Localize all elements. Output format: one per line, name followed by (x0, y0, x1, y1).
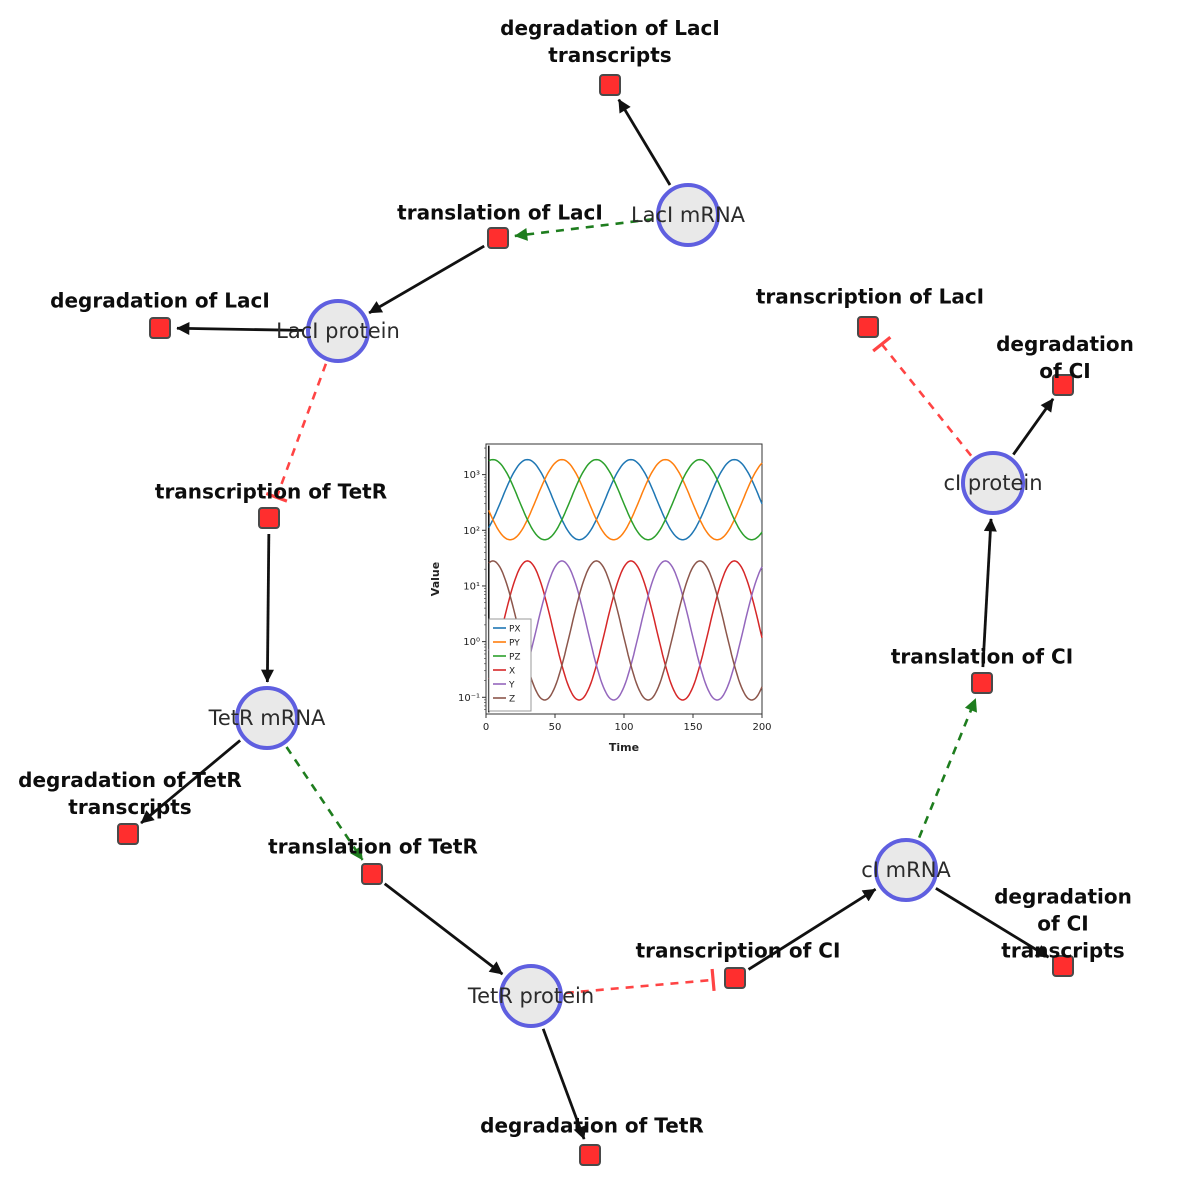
reaction-label-degradation-of-ci: degradation of CI (996, 332, 1134, 383)
series-PZ (488, 458, 763, 541)
reaction-label-transcription-of-laci: transcription of LacI (755, 284, 985, 309)
reaction-label-translation-of-ci: translation of CI (890, 644, 1074, 669)
y-tick-label: 10³ (463, 470, 480, 481)
species-node-ci-protein: cI protein (943, 451, 1043, 515)
edge-modifier-ci_mrna-transl_ci (917, 698, 977, 839)
reaction-node-degradation-of-laci-transcripts (599, 74, 621, 96)
series-Y (488, 560, 763, 701)
series-X (488, 560, 763, 701)
edge-inhibition-laci_protein-txn_tetr (275, 363, 328, 498)
edge-consumption-ci_protein-deg_ci (1012, 398, 1055, 456)
series-PY (488, 458, 763, 541)
x-tick-label: 50 (549, 722, 562, 733)
species-label: LacI mRNA (630, 203, 746, 227)
edge-production-transl_ci-ci_protein (981, 518, 997, 668)
edge-production-transl_laci-laci_protein (368, 244, 485, 315)
x-tick-label: 0 (483, 722, 489, 733)
reaction-node-degradation-of-ci (1052, 374, 1074, 396)
reaction-node-translation-of-ci (971, 672, 993, 694)
reaction-node-degradation-of-ci-transcripts (1052, 955, 1074, 977)
reaction-node-transcription-of-ci (724, 967, 746, 989)
species-label: LacI protein (276, 319, 400, 343)
legend-box (488, 618, 532, 712)
reaction-node-degradation-of-tetr-transcripts (117, 823, 139, 845)
species-label: cI mRNA (861, 858, 951, 882)
legend-label-Z: Z (509, 695, 515, 705)
legend-label-Y: Y (508, 681, 515, 691)
reaction-label-degradation-of-tetr: degradation of TetR (480, 1113, 704, 1138)
series-PX (488, 458, 763, 541)
x-axis-label: Time (609, 741, 639, 754)
edge-consumption-ci_mrna-deg_ci_tx (935, 887, 1050, 959)
edge-production-transl_tetr-tetr_protein (383, 882, 504, 976)
x-tick-label: 100 (614, 722, 633, 733)
y-tick-label: 10¹ (463, 581, 480, 592)
edge-consumption-tetr_protein-deg_tetr (541, 1028, 586, 1140)
edge-inhibition-ci_protein-txn_laci (880, 343, 973, 457)
x-tick-label: 200 (752, 722, 771, 733)
species-label: TetR protein (467, 984, 595, 1008)
reaction-label-transcription-of-ci: transcription of CI (635, 938, 841, 963)
reaction-label-degradation-of-laci: degradation of LacI (50, 288, 270, 313)
y-tick-label: 10⁰ (463, 637, 480, 648)
y-tick-label: 10⁻¹ (458, 693, 480, 704)
inhibition-tbar-txn_ci (710, 968, 716, 992)
legend-label-PY: PY (509, 639, 520, 649)
y-tick-label: 10² (463, 526, 480, 537)
species-node-tetr-mrna: TetR mRNA (209, 686, 325, 750)
reaction-label-translation-of-tetr: translation of TetR (268, 834, 478, 859)
reaction-label-degradation-of-tetr-transcripts: degradation of TetR transcripts (18, 768, 242, 819)
legend-label-PX: PX (509, 625, 521, 635)
legend-label-PZ: PZ (509, 653, 521, 663)
edge-consumption-tetr_mrna-deg_tetr_tx (140, 739, 242, 825)
x-tick-label: 150 (683, 722, 702, 733)
edge-production-txn_ci-ci_mrna (747, 888, 877, 971)
reaction-node-translation-of-tetr (361, 863, 383, 885)
y-axis-label: Value (429, 562, 442, 596)
species-node-tetr-protein: TetR protein (468, 964, 594, 1028)
reaction-label-degradation-of-ci-transcripts: degradation of CI transcripts (994, 884, 1132, 963)
edge-modifier-tetr_mrna-transl_tetr (285, 746, 364, 861)
species-node-laci-protein: LacI protein (276, 299, 400, 363)
edge-inhibition-tetr_protein-txn_ci (565, 978, 714, 995)
series-Z (488, 560, 763, 701)
species-label: TetR mRNA (208, 706, 326, 730)
reaction-label-transcription-of-tetr: transcription of TetR (154, 479, 388, 504)
legend-label-X: X (509, 667, 515, 677)
reaction-label-translation-of-laci: translation of LacI (397, 200, 603, 225)
species-node-laci-mrna: LacI mRNA (631, 183, 745, 247)
reaction-node-degradation-of-laci (149, 317, 171, 339)
species-node-ci-mrna: cI mRNA (861, 838, 951, 902)
species-label: cI protein (943, 471, 1043, 495)
reaction-label-degradation-of-laci-transcripts: degradation of LacI transcripts (500, 16, 720, 67)
reaction-node-translation-of-laci (487, 227, 509, 249)
reaction-node-degradation-of-tetr (579, 1144, 601, 1166)
reaction-node-transcription-of-laci (857, 316, 879, 338)
edge-consumption-laci_mrna-deg_laci_tx (617, 98, 672, 186)
edge-production-txn_tetr-tetr_mrna (260, 533, 274, 683)
edge-consumption-laci_protein-deg_laci (176, 321, 304, 335)
reaction-node-transcription-of-tetr (258, 507, 280, 529)
